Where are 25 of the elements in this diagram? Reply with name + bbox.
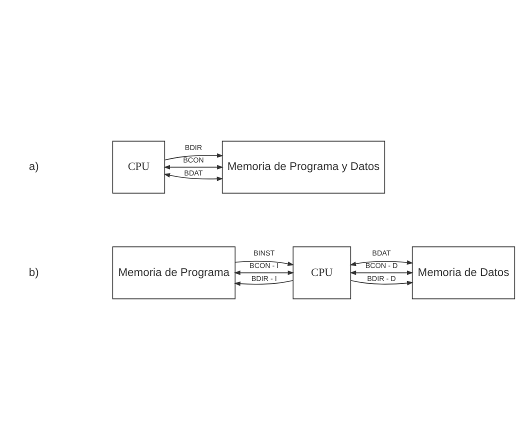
edge-label: BDAT — [184, 168, 203, 177]
node-box: Memoria de Datos — [412, 246, 516, 299]
node-box: Memoria de Programa — [112, 246, 236, 299]
edge-label: BCON — [183, 155, 204, 164]
node-box: CPU — [112, 140, 166, 194]
arrow — [234, 280, 294, 286]
edge-label: BDIR - I — [251, 273, 277, 282]
edge-label: BDAT — [372, 248, 391, 257]
arrow — [164, 164, 224, 169]
arrow — [234, 260, 294, 266]
node-box: CPU — [292, 246, 352, 299]
label: b) — [28, 266, 39, 278]
edge-label: BCON - I — [250, 260, 279, 270]
node-box: Memoria de Programa y Datos — [222, 140, 386, 194]
arrow — [350, 270, 414, 275]
arrow — [164, 172, 224, 181]
arrow — [164, 152, 224, 160]
edge-label: BDIR - D — [367, 273, 396, 282]
edge-label: BINST — [254, 248, 275, 257]
edge-label: BCON - D — [365, 260, 398, 270]
edge-label: BDIR — [184, 142, 202, 152]
arrow — [350, 280, 414, 285]
label: a) — [28, 160, 39, 173]
arrow — [234, 270, 294, 275]
arrow — [350, 260, 414, 266]
